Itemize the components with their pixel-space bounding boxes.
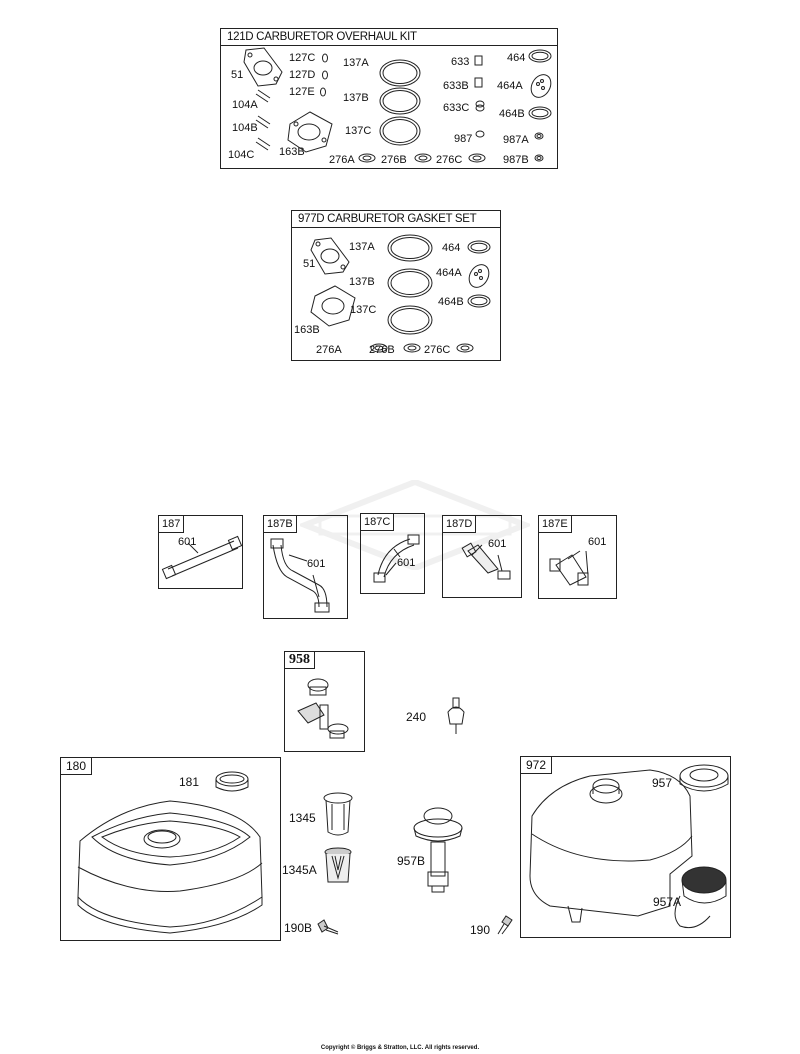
- fuel-line-187b-label: 601: [307, 558, 326, 570]
- fuel-cap-957-label: 957: [652, 776, 673, 790]
- fuel-line-187b-panel: 187B: [263, 515, 348, 619]
- valve-kit-958-panel: 958: [284, 651, 365, 752]
- overhaul-part-276c: 276C: [436, 154, 463, 166]
- overhaul-part-464b: 464B: [499, 108, 525, 120]
- overhaul-part-464a: 464A: [497, 80, 523, 92]
- overhaul-part-633b: 633B: [443, 80, 469, 92]
- fuel-line-187c-label: 601: [397, 557, 416, 569]
- copyright-notice: Copyright © Briggs & Stratton, LLC. All …: [320, 1045, 480, 1051]
- gasket-part-163b: 163B: [294, 324, 320, 336]
- overhaul-part-633c: 633C: [443, 102, 470, 114]
- fuel-tank-180-panel: 180: [60, 757, 281, 941]
- overhaul-kit-panel: 121D CARBURETOR OVERHAUL KIT: [220, 28, 558, 169]
- fuel-tank-972-art: [529, 764, 729, 929]
- overhaul-kit-parts-art: [243, 47, 552, 163]
- overhaul-kit-title: 121D CARBURETOR OVERHAUL KIT: [221, 29, 557, 46]
- fuel-line-187e-label: 601: [588, 536, 607, 548]
- fuel-tank-972-title: 972: [521, 757, 553, 774]
- fuel-line-187-title: 187: [159, 516, 185, 533]
- bolt-190b-art: [317, 919, 339, 935]
- gasket-part-137c: 137C: [350, 304, 377, 316]
- overhaul-part-276a: 276A: [329, 154, 355, 166]
- bolt-190-art: [497, 915, 513, 935]
- overhaul-part-137b: 137B: [343, 92, 369, 104]
- fuel-line-187c-art: [373, 534, 420, 583]
- part-190-label: 190: [470, 923, 491, 937]
- overhaul-part-163b: 163B: [279, 146, 305, 158]
- fuel-line-187c-panel: 187C: [360, 513, 425, 594]
- fuel-line-187b-art: [270, 538, 330, 613]
- fuel-line-187d-panel: 187D: [442, 515, 522, 598]
- gasket-part-137b: 137B: [349, 276, 375, 288]
- fuel-tank-972-panel: 972: [520, 756, 731, 938]
- fuel-line-187d-label: 601: [488, 538, 507, 550]
- overhaul-part-127e: 127E: [289, 86, 315, 98]
- fuel-line-187b-title: 187B: [264, 516, 297, 533]
- part-190b-label: 190B: [284, 921, 313, 935]
- gasket-part-276a: 276A: [316, 344, 342, 356]
- valve-kit-958-art: [297, 678, 349, 739]
- part-957b-label: 957B: [397, 854, 426, 868]
- filter-1345-art: [323, 792, 353, 883]
- valve-kit-958-title: 958: [285, 652, 315, 669]
- gasket-set-title: 977D CARBURETOR GASKET SET: [292, 211, 500, 228]
- overhaul-part-51: 51: [231, 69, 244, 81]
- overhaul-part-104c: 104C: [228, 149, 255, 161]
- fuel-line-187e-panel: 187E: [538, 515, 617, 599]
- gasket-set-parts-art: [310, 234, 491, 353]
- gasket-part-464: 464: [442, 242, 461, 254]
- fuel-line-187d-art: [461, 542, 511, 580]
- overhaul-part-464: 464: [507, 52, 526, 64]
- gasket-set-panel: 977D CARBURETOR GASKET SET: [291, 210, 501, 361]
- gasket-part-276b: 276B: [369, 344, 395, 356]
- fuel-line-187-label: 601: [178, 536, 197, 548]
- part-1345a-label: 1345A: [282, 863, 317, 877]
- overhaul-part-633: 633: [451, 56, 470, 68]
- overhaul-part-276b: 276B: [381, 154, 407, 166]
- gasket-part-276c: 276C: [424, 344, 451, 356]
- fuel-tank-180-title: 180: [61, 758, 93, 775]
- shutoff-valve-240-art: [447, 697, 465, 734]
- overhaul-part-127d: 127D: [289, 69, 316, 81]
- gasket-part-137a: 137A: [349, 241, 375, 253]
- fuel-line-187-panel: 187: [158, 515, 243, 589]
- overhaul-part-987a: 987A: [503, 134, 529, 146]
- overhaul-part-104b: 104B: [232, 122, 258, 134]
- fuel-line-187d-title: 187D: [443, 516, 477, 533]
- part-1345-label: 1345: [289, 811, 316, 825]
- overhaul-part-127c: 127C: [289, 52, 316, 64]
- gasket-part-464a: 464A: [436, 267, 462, 279]
- gauge-cap-957b-art: [413, 807, 463, 893]
- fuel-line-187-art: [161, 535, 243, 580]
- overhaul-part-104a: 104A: [232, 99, 258, 111]
- part-240-label: 240: [406, 710, 427, 724]
- fuel-cap-181-label: 181: [179, 775, 200, 789]
- fuel-line-187e-art: [549, 550, 589, 586]
- fuel-cap-957a-label: 957A: [653, 895, 682, 909]
- fuel-line-187c-title: 187C: [361, 514, 395, 531]
- gasket-part-464b: 464B: [438, 296, 464, 308]
- gasket-part-51: 51: [303, 258, 316, 270]
- fuel-line-187e-title: 187E: [539, 516, 572, 533]
- overhaul-part-987: 987: [454, 133, 473, 145]
- fuel-tank-180-art: [77, 771, 263, 934]
- overhaul-part-137c: 137C: [345, 125, 372, 137]
- overhaul-part-137a: 137A: [343, 57, 369, 69]
- watermark-logo: [300, 480, 530, 570]
- overhaul-part-987b: 987B: [503, 154, 529, 166]
